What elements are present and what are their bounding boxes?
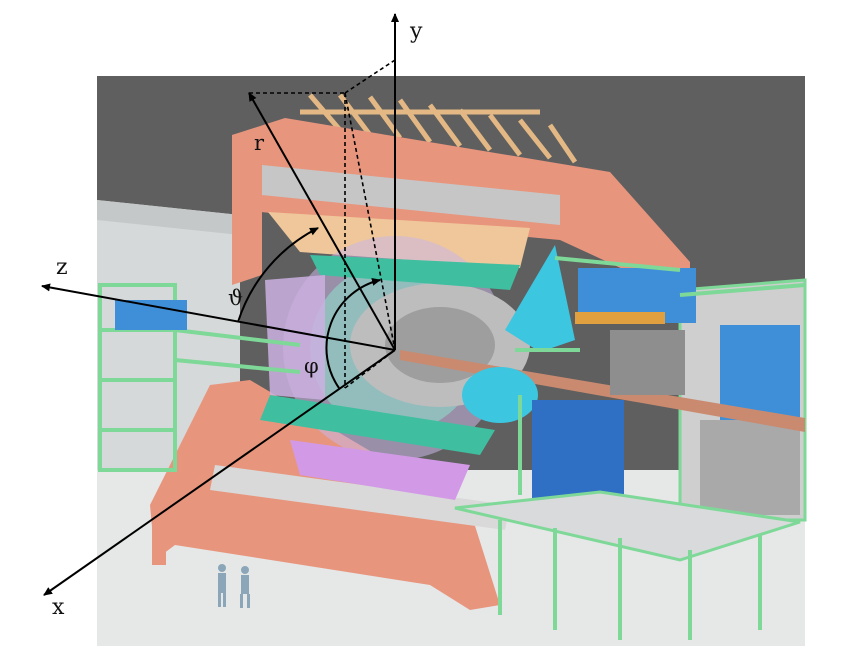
phi-label: φ [304, 354, 319, 378]
projection-guides [249, 59, 396, 389]
z-axis-arrow [41, 283, 396, 351]
theta-arc [237, 227, 319, 323]
platform-legs [498, 520, 762, 640]
detector-illustration [97, 76, 807, 646]
people-figures [218, 564, 250, 608]
r-vector-arrow [248, 92, 396, 351]
y-axis-label: y [409, 19, 423, 44]
phi-arc [325, 278, 381, 389]
muon-violet-lower [290, 440, 470, 500]
yoke-inner-band [262, 165, 560, 225]
yoke-pillar [152, 510, 166, 565]
z-axis-label: z [56, 255, 68, 280]
x-axis-label: x [52, 595, 65, 620]
yoke-left-wall [232, 128, 262, 285]
theta-label: ϑ [228, 286, 243, 310]
right-gray-block [700, 420, 800, 515]
yoke-lower-plate [210, 465, 510, 530]
r-label: r [254, 131, 265, 155]
x-axis-arrow [43, 349, 396, 596]
right-blue-block [720, 325, 800, 420]
left-wall-shade [97, 200, 240, 235]
blue-block-lower [532, 400, 624, 500]
orange-stripe [575, 312, 665, 324]
calorimeter-teal-top [310, 255, 520, 290]
coordinate-axes [41, 13, 399, 596]
front-platform [454, 490, 801, 562]
gray-block-mid [610, 330, 685, 395]
violet-plate-left [265, 275, 325, 400]
cyan-cone [505, 245, 575, 352]
calorimeter-teal-bottom [260, 395, 495, 455]
cyan-disk [462, 367, 538, 423]
left-blue-block [115, 300, 187, 330]
